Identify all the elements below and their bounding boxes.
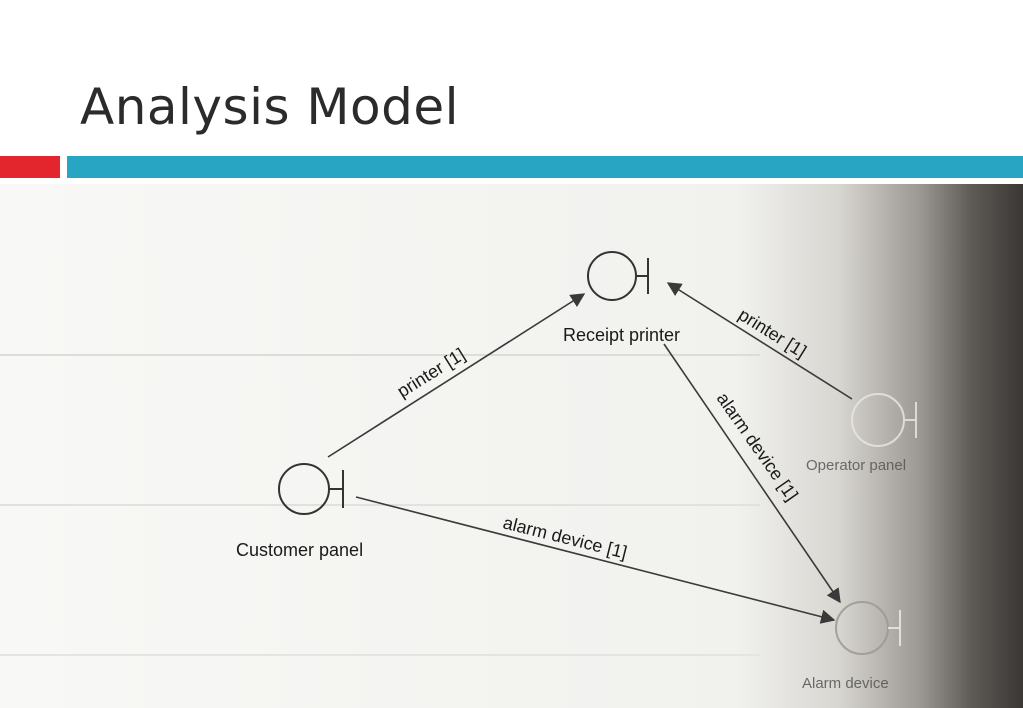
operator-panel-object: Operator panel	[806, 393, 917, 474]
link-operator-to-printer	[666, 282, 853, 400]
boundary-object-icon	[835, 601, 889, 655]
boundary-object-icon	[278, 463, 330, 515]
slide-title: Analysis Model	[80, 78, 460, 136]
accent-bar-red	[0, 156, 60, 178]
link-customer-to-printer	[327, 293, 586, 458]
accent-bar-blue	[67, 156, 1023, 178]
link-printer-to-alarm	[663, 343, 841, 604]
link-customer-to-alarm	[355, 496, 836, 624]
receipt-printer-label: Receipt printer	[563, 325, 680, 345]
alarm-device-object: Alarm device	[802, 601, 901, 692]
link-label-customer-printer: printer [1]	[394, 344, 469, 401]
link-label-customer-alarm: alarm device [1]	[501, 512, 629, 562]
customer-panel-object: Customer panel	[236, 463, 363, 560]
bleed-through-line	[0, 504, 760, 506]
operator-panel-label: Operator panel	[806, 457, 906, 474]
object-diagram: Receipt printer Customer panel Operator …	[236, 251, 917, 692]
scanned-page-background	[0, 184, 1023, 708]
bleed-through-line	[0, 654, 760, 656]
bleed-through-line	[0, 354, 760, 356]
customer-panel-label: Customer panel	[236, 540, 363, 560]
link-label-printer-alarm: alarm device [1]	[713, 389, 802, 505]
boundary-object-icon	[587, 251, 637, 301]
receipt-printer-object: Receipt printer	[563, 251, 680, 345]
alarm-device-label: Alarm device	[802, 675, 889, 692]
boundary-object-icon	[851, 393, 905, 447]
